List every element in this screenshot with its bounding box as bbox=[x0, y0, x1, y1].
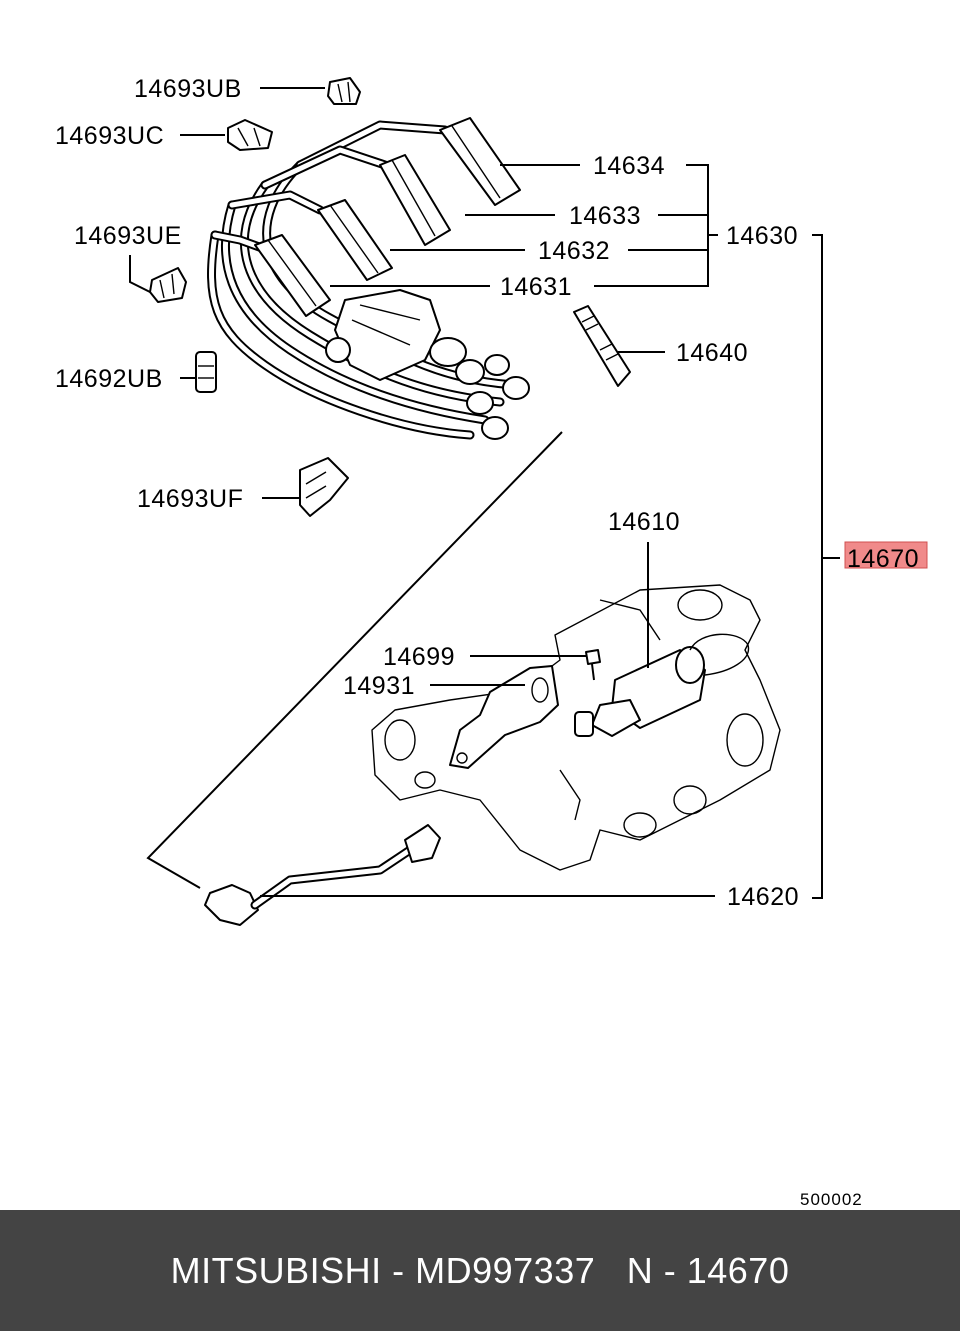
highlight-14670 bbox=[844, 541, 928, 569]
parts-diagram: 14693UB 14693UC 14693UE 14692UB 14693UF … bbox=[55, 75, 928, 1209]
label-14693UF[interactable]: 14693UF bbox=[137, 485, 243, 513]
ignition-coil-14610[interactable] bbox=[574, 633, 750, 737]
label-14693UE[interactable]: 14693UE bbox=[74, 222, 182, 250]
plug-boot-14631[interactable] bbox=[254, 234, 331, 317]
label-14692UB[interactable]: 14692UB bbox=[55, 365, 163, 393]
label-14632[interactable]: 14632 bbox=[538, 237, 610, 265]
label-14620[interactable]: 14620 bbox=[727, 883, 799, 911]
plug-boot-14633[interactable] bbox=[379, 154, 451, 246]
bolt-14699[interactable] bbox=[585, 649, 601, 681]
spark-plug-14640[interactable] bbox=[573, 305, 631, 387]
clamp-14693UF[interactable] bbox=[299, 457, 349, 517]
label-14640[interactable]: 14640 bbox=[676, 339, 748, 367]
coil-side-boots[interactable] bbox=[466, 354, 530, 440]
label-14693UB[interactable]: 14693UB bbox=[134, 75, 242, 103]
distributor-cap[interactable] bbox=[325, 289, 485, 385]
label-14931[interactable]: 14931 bbox=[343, 672, 415, 700]
label-14699[interactable]: 14699 bbox=[383, 643, 455, 671]
sensor-cable-14620[interactable] bbox=[204, 824, 441, 926]
label-14630[interactable]: 14630 bbox=[726, 222, 798, 250]
label-14670[interactable]: 14670 bbox=[847, 545, 919, 573]
footer-title: MITSUBISHI - MD997337 N - 14670 bbox=[170, 1249, 790, 1291]
intake-manifold bbox=[371, 584, 781, 871]
label-14693UC[interactable]: 14693UC bbox=[55, 122, 164, 150]
diagram-code: 500002 bbox=[800, 1190, 863, 1209]
ignition-cable-set[interactable] bbox=[207, 120, 520, 440]
clamp-14692UB[interactable] bbox=[195, 351, 217, 393]
label-14633[interactable]: 14633 bbox=[569, 202, 641, 230]
footer-bar: MITSUBISHI - MD997337 N - 14670 bbox=[0, 1210, 960, 1331]
leader-lines bbox=[129, 87, 840, 899]
label-14631[interactable]: 14631 bbox=[500, 273, 572, 301]
bracket-14931[interactable] bbox=[449, 665, 559, 769]
part-labels: 14693UB 14693UC 14693UE 14692UB 14693UF … bbox=[55, 75, 928, 1209]
plug-boot-14632[interactable] bbox=[317, 199, 393, 281]
clamp-14693UB[interactable] bbox=[327, 77, 361, 105]
plug-boot-14634[interactable] bbox=[439, 117, 521, 206]
clamp-14693UC[interactable] bbox=[227, 119, 273, 151]
clamp-14693UE[interactable] bbox=[149, 267, 187, 303]
label-14634[interactable]: 14634 bbox=[593, 152, 665, 180]
label-14610[interactable]: 14610 bbox=[608, 508, 680, 536]
